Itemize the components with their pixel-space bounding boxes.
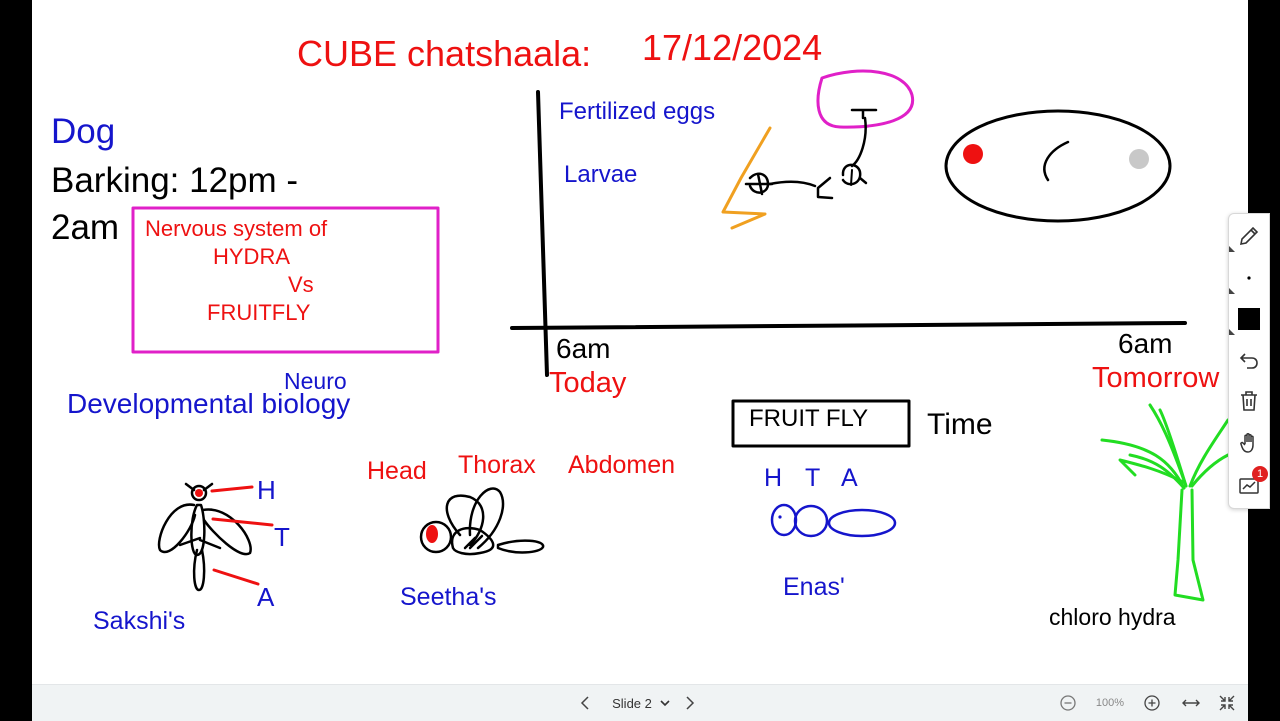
dev-bio-text: Developmental biology [67, 388, 351, 419]
barking-line1: Barking: 12pm - [51, 161, 299, 200]
start-time-label: 6am [556, 333, 611, 364]
prev-slide-icon[interactable] [572, 685, 598, 721]
enas-t-label: T [805, 464, 821, 492]
bottom-bar: Slide 2 100% [32, 684, 1248, 721]
drawing-toolbar [1228, 213, 1270, 509]
sakshi-a-label: A [257, 582, 275, 612]
sakshi-h-label: H [257, 475, 276, 505]
trash-icon[interactable] [1235, 387, 1263, 415]
time-axis-label: Time [927, 408, 993, 441]
dot-size-icon[interactable] [1235, 264, 1263, 292]
chloro-hydra-label: chloro hydra [1049, 604, 1176, 630]
fullscreen-exit-icon[interactable] [1214, 685, 1240, 721]
enas-h-label: H [764, 464, 783, 492]
zoom-in-icon[interactable] [1140, 685, 1164, 721]
fertilized-eggs-label: Fertilized eggs [559, 98, 716, 125]
notification-badge: 1 [1252, 466, 1268, 482]
pencil-corner-indicator [1229, 246, 1235, 252]
zoom-level: 100% [1095, 697, 1125, 709]
barking-line2: 2am [51, 208, 120, 247]
seetha-head-label: Head [367, 457, 427, 485]
next-slide-icon[interactable] [677, 685, 703, 721]
sakshi-t-label: T [274, 522, 290, 552]
swatch-corner-indicator [1229, 329, 1235, 335]
seetha-abdomen-label: Abdomen [568, 451, 676, 479]
chevron-down-icon [660, 700, 670, 707]
end-day-label: Tomorrow [1092, 362, 1220, 394]
end-time-label: 6am [1118, 328, 1173, 359]
box-line4: FRUITFLY [207, 300, 311, 325]
fit-width-icon[interactable] [1178, 685, 1204, 721]
board-title: CUBE chatshaala: [297, 33, 592, 74]
seetha-thorax-label: Thorax [458, 451, 536, 479]
zoom-out-icon[interactable] [1056, 685, 1080, 721]
pencil-icon[interactable] [1235, 222, 1263, 250]
slide-selector[interactable]: Slide 2 [606, 685, 676, 721]
neuro-text: Neuro [284, 368, 347, 394]
box-line3: Vs [288, 272, 314, 297]
dog-text: Dog [51, 112, 116, 151]
color-swatch-icon[interactable] [1235, 305, 1263, 333]
fruit-fly-label: FRUIT FLY [749, 405, 869, 432]
enas-a-label: A [841, 464, 858, 492]
chart-icon[interactable] [1235, 471, 1263, 499]
seetha-caption: Seetha's [400, 583, 497, 611]
hand-pan-icon[interactable] [1235, 429, 1263, 457]
enas-caption: Enas' [783, 573, 845, 601]
start-day-label: Today [549, 367, 627, 399]
undo-icon[interactable] [1235, 346, 1263, 374]
board-date: 17/12/2024 [642, 27, 823, 68]
slide-label: Slide 2 [612, 695, 652, 711]
dot-corner-indicator [1229, 288, 1235, 294]
box-line2: HYDRA [213, 244, 291, 269]
sakshi-caption: Sakshi's [93, 607, 186, 635]
box-line1: Nervous system of [145, 216, 328, 241]
whiteboard-canvas[interactable]: CUBE chatshaala: 17/12/2024 Dog Barking:… [32, 0, 1248, 720]
larvae-label: Larvae [564, 161, 638, 188]
